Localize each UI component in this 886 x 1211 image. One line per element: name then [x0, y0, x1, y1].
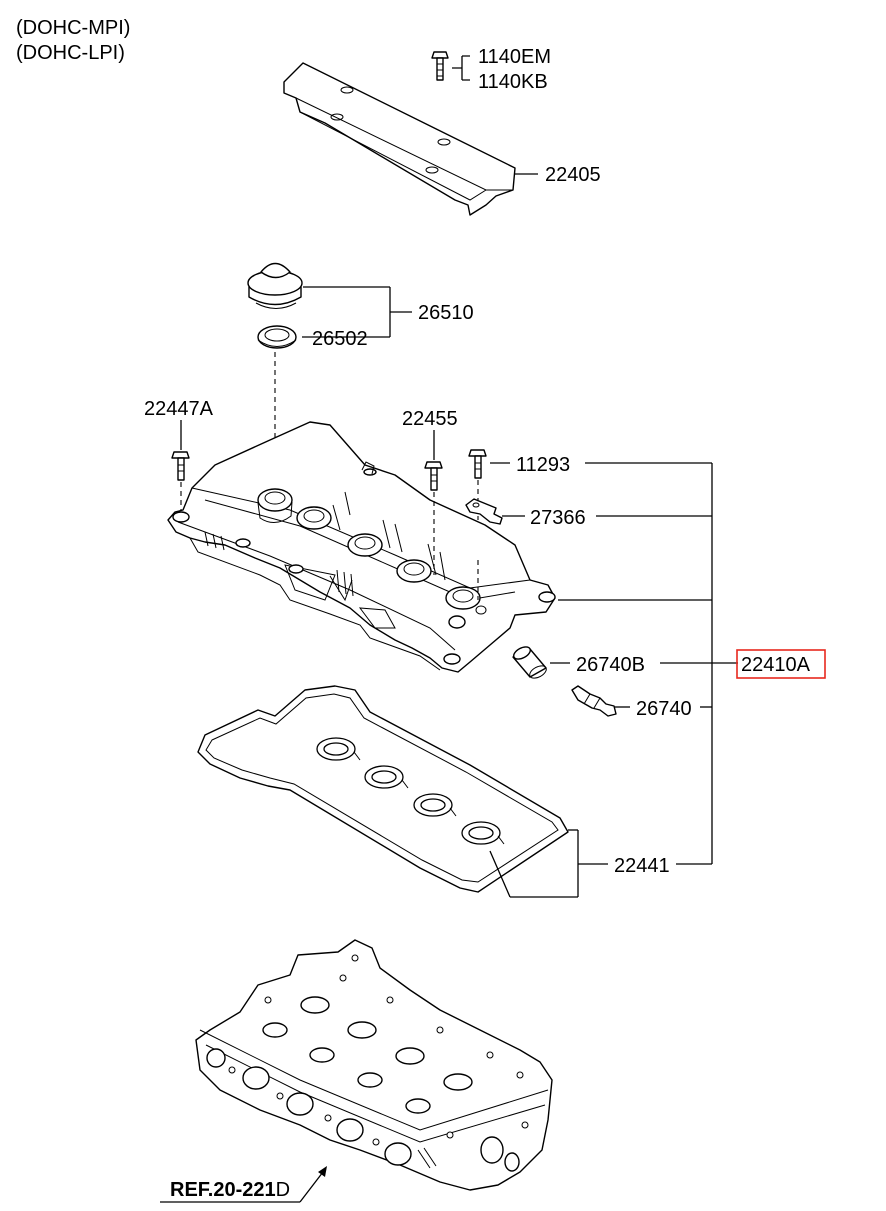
oil-filler-cap-part	[247, 262, 303, 309]
label-27366: 27366	[530, 507, 586, 529]
label-22447a: 22447A	[144, 398, 214, 420]
variant-label-mpi: (DOHC-MPI)	[16, 17, 130, 39]
cover-gasket-part	[197, 685, 569, 893]
bolt-22447a-part	[171, 451, 190, 481]
bolt-1140-part	[431, 51, 449, 81]
label-11293: 11293	[516, 454, 570, 476]
cap-gasket-part	[257, 325, 297, 349]
hose-26740b-part	[512, 646, 547, 679]
cylinder-head-part	[195, 939, 553, 1191]
rocker-cover-part	[167, 421, 556, 673]
bolt-11293-part	[468, 449, 487, 479]
label-26502: 26502	[312, 328, 368, 350]
label-26740: 26740	[636, 698, 692, 720]
label-26510: 26510	[418, 302, 474, 324]
highlight-box-22410a	[736, 649, 826, 679]
reference-prefix: REF.	[170, 1179, 213, 1201]
pcv-valve-26740-part	[571, 685, 617, 717]
engine-cover-part	[283, 62, 516, 216]
reference-code: 20-221	[213, 1179, 275, 1201]
label-22405: 22405	[545, 164, 601, 186]
label-1140kb: 1140KB	[478, 71, 548, 93]
label-22410a: 22410A	[741, 654, 811, 676]
label-1140em: 1140EM	[478, 46, 551, 68]
bolt-22455-part	[424, 461, 443, 491]
variant-label-lpi: (DOHC-LPI)	[16, 42, 125, 64]
label-22455: 22455	[402, 408, 458, 430]
label-22441: 22441	[614, 855, 670, 877]
bracket-27366-part	[465, 498, 503, 525]
reference-suffix: D	[276, 1179, 290, 1201]
reference-label: REF.20-221D	[170, 1179, 290, 1201]
label-26740b: 26740B	[576, 654, 645, 676]
